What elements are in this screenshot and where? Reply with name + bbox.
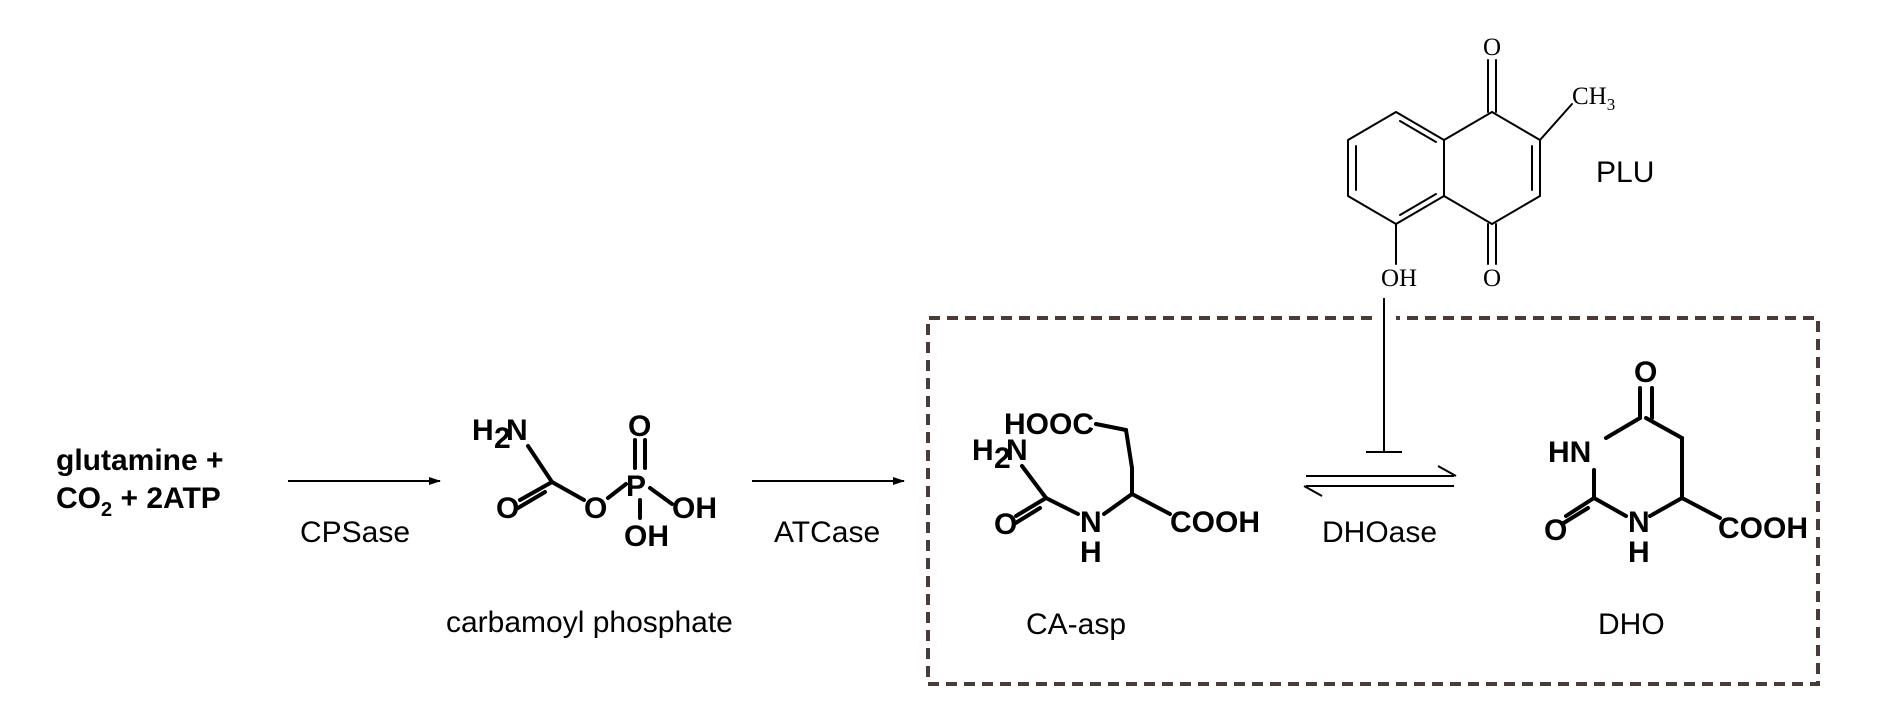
dhoase-label: DHOase <box>1322 516 1437 549</box>
ester-o: O <box>584 492 607 525</box>
ca-asp-amide-n: N <box>1080 506 1102 539</box>
plu-hydroxyl: OH <box>1381 265 1417 292</box>
dho-ring-nh-h: H <box>1628 536 1650 569</box>
ca-asp-carbonyl-o: O <box>994 508 1017 541</box>
reactant-line-2: CO2 + 2ATP <box>56 482 221 521</box>
atcase-label: ATCase <box>774 516 880 549</box>
ca-asp-amine-subscript: 2 <box>994 442 1011 475</box>
phosphate-oh-right: OH <box>672 492 717 525</box>
plu-structure: O O CH3 OH <box>1347 34 1615 292</box>
plu-methyl: CH3 <box>1572 83 1615 114</box>
hooc-group: HOOC <box>1004 408 1094 441</box>
reactant-line-1: glutamine + <box>56 444 224 477</box>
carbamoyl-phosphate-label: carbamoyl phosphate <box>446 606 733 639</box>
enzyme-target-dashed-box <box>926 316 1820 686</box>
dho-ring-n: N <box>1628 506 1650 539</box>
dho-structure: O COOH N H O HN <box>1544 356 1808 569</box>
carbonyl-o: O <box>496 492 519 525</box>
dhoase-equilibrium-arrows <box>1303 465 1457 497</box>
carbamoyl-phosphate-structure: H 2 N O O P O OH OH <box>472 410 717 553</box>
dho-label: DHO <box>1598 608 1665 641</box>
ca-asp-cooh-group: COOH <box>1170 506 1260 539</box>
phosphate-oh-bottom: OH <box>624 520 669 553</box>
amine-h: H <box>472 414 494 447</box>
phosphorus: P <box>626 470 646 503</box>
reactant-label: glutamine + CO2 + 2ATP <box>56 444 224 521</box>
dho-ring-hn: HN <box>1548 436 1591 469</box>
phosphoryl-o: O <box>628 410 651 443</box>
dho-cooh-group: COOH <box>1718 512 1808 545</box>
dho-keto-o: O <box>1634 356 1657 389</box>
ca-asp-structure: HOOC H 2 N O N H COOH <box>972 408 1260 569</box>
ca-asp-amine-h: H <box>972 434 994 467</box>
amine-subscript: 2 <box>494 422 511 455</box>
plu-label: PLU <box>1596 156 1654 189</box>
plu-top-o: O <box>1483 34 1501 61</box>
ca-asp-amine-n: N <box>1006 434 1028 467</box>
ca-asp-amide-h: H <box>1080 536 1102 569</box>
plu-bottom-o: O <box>1483 265 1501 292</box>
amine-n: N <box>506 414 528 447</box>
cpsase-label: CPSase <box>300 516 410 549</box>
ca-asp-label: CA-asp <box>1026 608 1126 641</box>
dho-urea-o: O <box>1544 514 1567 547</box>
